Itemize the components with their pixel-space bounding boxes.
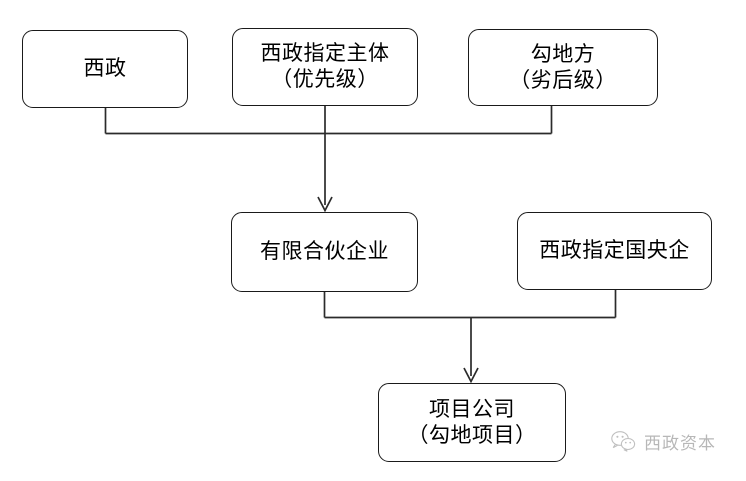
node-limited-partnership-line1: 有限合伙企业 — [260, 239, 389, 264]
node-xizheng[interactable]: 西政 — [22, 30, 188, 108]
watermark: 西政资本 — [609, 420, 739, 462]
node-project-company[interactable]: 项目公司 （勾地项目） — [378, 383, 566, 462]
node-designated-soe[interactable]: 西政指定国央企 — [517, 212, 712, 290]
node-designated-soe-line1: 西政指定国央企 — [539, 238, 690, 263]
node-project-company-line1: 项目公司 — [429, 396, 515, 421]
node-land-party-line2: （劣后级） — [509, 67, 617, 92]
node-xizheng-line1: 西政 — [83, 56, 127, 81]
arrowhead-to-partnership — [317, 196, 333, 213]
node-project-company-line2: （勾地项目） — [407, 422, 537, 447]
node-designated-subject-line1: 西政指定主体 — [260, 41, 390, 66]
arrowhead-to-projectco — [463, 367, 479, 384]
node-land-party[interactable]: 勾地方 （劣后级） — [468, 29, 658, 106]
node-land-party-line1: 勾地方 — [530, 41, 596, 66]
node-designated-subject[interactable]: 西政指定主体 （优先级） — [232, 28, 418, 106]
node-limited-partnership[interactable]: 有限合伙企业 — [231, 212, 418, 292]
watermark-text: 西政资本 — [644, 433, 716, 454]
node-designated-subject-line2: （优先级） — [271, 67, 379, 91]
wechat-icon — [611, 431, 636, 452]
